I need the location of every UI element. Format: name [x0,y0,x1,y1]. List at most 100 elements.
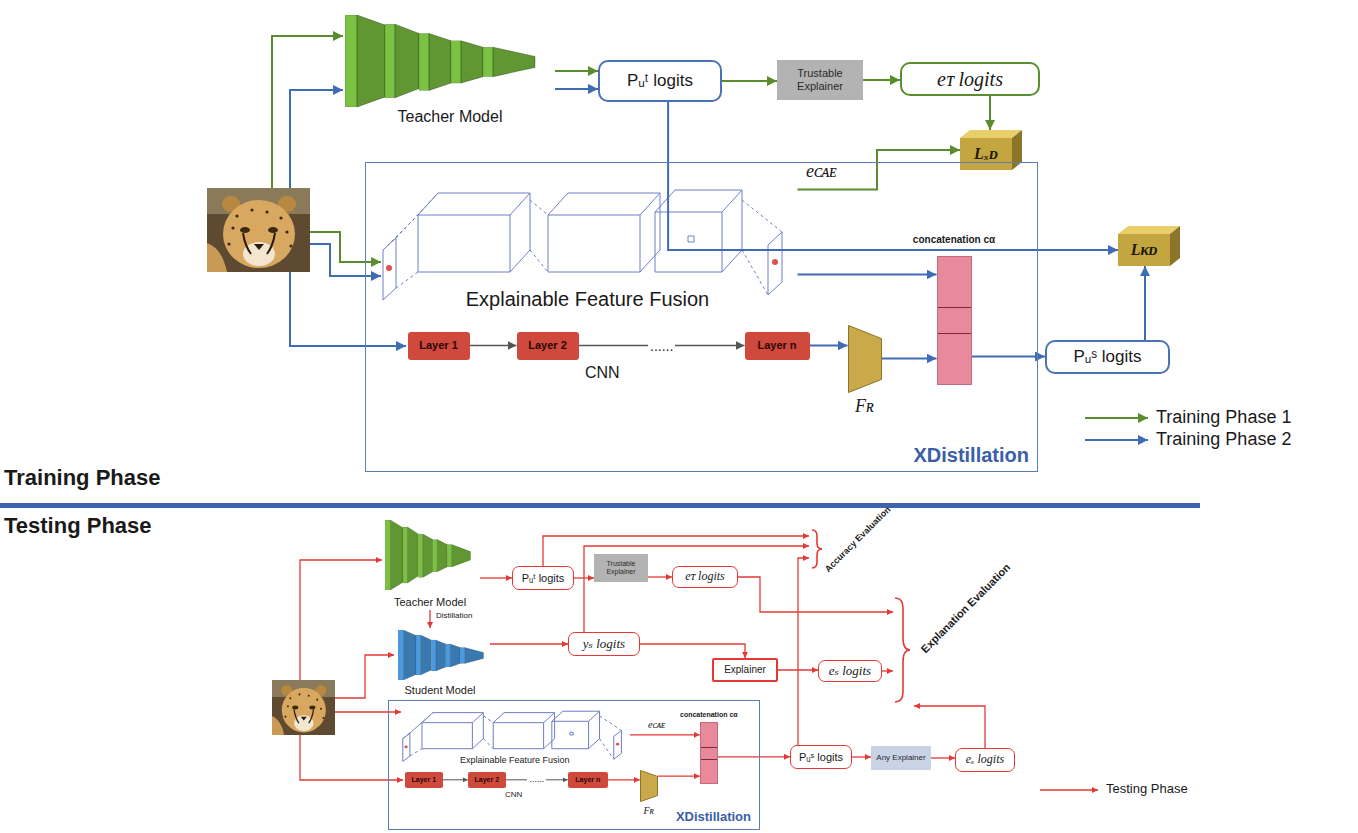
input-image [207,188,310,272]
logits-box: Pᵤᵗ logits [512,566,574,590]
cnn-layer: Layer 2 [468,772,506,788]
connector [852,756,871,757]
input-wires [272,36,406,346]
frame-title: XDistillation [913,444,1029,467]
connector [490,643,568,644]
phase-heading: Testing Phase [4,514,152,538]
connector [863,79,900,81]
node-text: eᴛ logits [685,570,725,584]
loss-block: Lₓᴅ [960,130,1022,170]
node-text: Layer 2 [475,776,500,784]
test-wires [543,536,809,566]
model-illustration [398,630,484,680]
connector [648,576,672,577]
shape-face [960,138,1012,170]
evaluation-bracket [812,530,822,568]
connector [443,779,468,780]
shape-face [848,325,881,392]
edge-label: eᴄᴀᴇ [806,162,836,180]
connector [555,88,598,90]
node-heading: concatenation cα [680,711,738,718]
evaluation-bracket [812,530,910,702]
feature-fusion: Explainable Feature Fusion [400,703,630,767]
logits-box: Pᵤᵗ logits [598,60,722,102]
connector [668,102,1118,250]
node-text: Trustable Explainer [599,560,643,576]
logits-box: eₛ logits [818,660,882,682]
connector [658,776,700,777]
connector [555,70,598,72]
cnn-layer: Layer 2 [517,332,579,360]
legend-sample [1040,789,1098,790]
input-image [272,680,335,735]
edge-label: eᴄᴀᴇ [648,720,665,730]
node-label: Fʀ [855,396,874,417]
evaluation-label: Accuracy Evaluation [823,505,893,575]
test-wires [335,655,394,698]
node-label: Explainable Feature Fusion [400,755,630,765]
teacher-model: Teacher Model [380,518,480,610]
shape-face [1118,226,1180,234]
model-illustration [345,15,535,107]
student-model: Student Model [390,628,490,698]
trapezoid-shape [848,325,882,393]
shape-face [1170,226,1180,266]
bar-divider [938,307,971,308]
node-text: Trustable Explainer [785,67,855,92]
feature-fusion: Explainable Feature Fusion [378,172,798,312]
test-wires [914,706,985,748]
node-text: eᴛ logits [937,68,1003,91]
phase-divider [0,503,1200,508]
test-wires [584,546,809,632]
phase-heading: Training Phase [4,466,161,490]
logits-box: yₛ logits [568,632,640,656]
trapezoid-shape [640,770,658,802]
evaluation-label: Explanation Evaluation [918,561,1012,655]
node-text: Pᵤˢ logits [1073,347,1141,367]
bar-divider [701,759,717,760]
node-text: Pᵤˢ logits [799,751,843,764]
logits-box: eᴛ logits [900,62,1040,96]
connector [798,274,937,276]
feature-fusion-illustration [383,190,782,762]
shape-face [640,770,657,801]
model-illustration [385,520,471,590]
connector [574,577,594,578]
explainer-box: Trustable Explainer [594,554,648,582]
test-wires [300,560,382,680]
cnn-label: CNN [505,791,522,800]
legend-text: Testing Phase [1106,782,1188,797]
node-label: Explainable Feature Fusion [378,288,798,311]
logits-box: Pᵤˢ logits [790,745,852,769]
node-text: yₛ logits [583,637,625,652]
connector [640,644,745,658]
shape-face [960,130,1022,138]
edge-label: ...... [527,775,546,784]
node-text: Explainer [724,664,766,676]
logits-box: eᴛ logits [672,566,738,588]
cnn-label: CNN [585,364,620,382]
connector [882,358,937,360]
explainer-box: Trustable Explainer [777,60,863,100]
node-text: Layer 1 [419,339,458,352]
node-text: Layer n [757,339,796,352]
node-text: Layer 1 [412,776,437,784]
connector [608,779,640,780]
legend-text: Training Phase 2 [1156,429,1291,450]
logits-box: eₓ logits [955,748,1015,772]
legend-sample [1085,439,1148,441]
test-wires [798,558,809,745]
cnn-layer: Layer 1 [405,772,443,788]
teacher-model: Teacher Model [345,15,555,127]
node-text: eₓ logits [966,753,1004,767]
edge-label: ...... [648,339,675,353]
node-text: Lᴋᴅ [1118,234,1170,266]
connector [989,96,991,130]
fr-block: Fʀ [848,325,882,393]
node-label: Teacher Model [345,108,555,126]
frame-title: XDistillation [676,810,751,825]
logits-box: Pᵤˢ logits [1045,340,1170,374]
